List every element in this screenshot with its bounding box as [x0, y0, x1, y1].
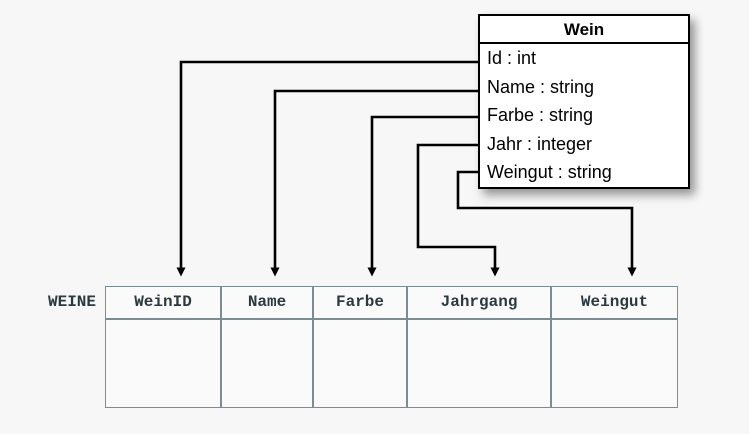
uml-attribute-farbe[interactable]: Farbe : string: [487, 105, 594, 126]
column-header-jahrgang[interactable]: Jahrgang: [407, 286, 552, 319]
uml-class-box[interactable]: Wein Id : int Name : string Farbe : stri…: [478, 14, 690, 189]
column-header-name[interactable]: Name: [221, 286, 314, 319]
connector-farbe-to-farbe: [367, 115, 478, 277]
table-cell-name[interactable]: [221, 319, 314, 408]
relational-table-wrap: WEINE WeinID Name Farbe Jahrgang Weingut: [48, 286, 679, 408]
column-header-weinid[interactable]: WeinID: [105, 286, 222, 319]
table-row: [105, 319, 679, 408]
connector-id-to-weinid: [176, 60, 478, 277]
uml-attribute-id[interactable]: Id : int: [487, 48, 537, 68]
table-name-label: WEINE: [48, 293, 97, 311]
column-header-farbe[interactable]: Farbe: [313, 286, 408, 319]
connector-name-to-name: [270, 89, 478, 277]
table-cell-jahrgang[interactable]: [407, 319, 552, 408]
uml-attribute-list: Id : int Name : string Farbe : string Ja…: [480, 44, 688, 187]
table-cell-farbe[interactable]: [313, 319, 408, 408]
connector-jahr-to-jahrgang: [416, 143, 500, 277]
relational-table: WeinID Name Farbe Jahrgang Weingut: [105, 286, 679, 408]
table-cell-weinid[interactable]: [105, 319, 222, 408]
uml-attribute-name[interactable]: Name : string: [487, 76, 595, 97]
uml-attribute-jahr[interactable]: Jahr : integer: [487, 133, 593, 154]
table-cell-weingut[interactable]: [551, 319, 679, 408]
uml-attribute-weingut[interactable]: Weingut : string: [487, 162, 612, 183]
uml-class-title: Wein: [480, 16, 688, 44]
column-header-weingut[interactable]: Weingut: [551, 286, 679, 319]
table-header-row: WeinID Name Farbe Jahrgang Weingut: [105, 286, 679, 319]
connector-weingut-to-weingut: [456, 170, 637, 277]
